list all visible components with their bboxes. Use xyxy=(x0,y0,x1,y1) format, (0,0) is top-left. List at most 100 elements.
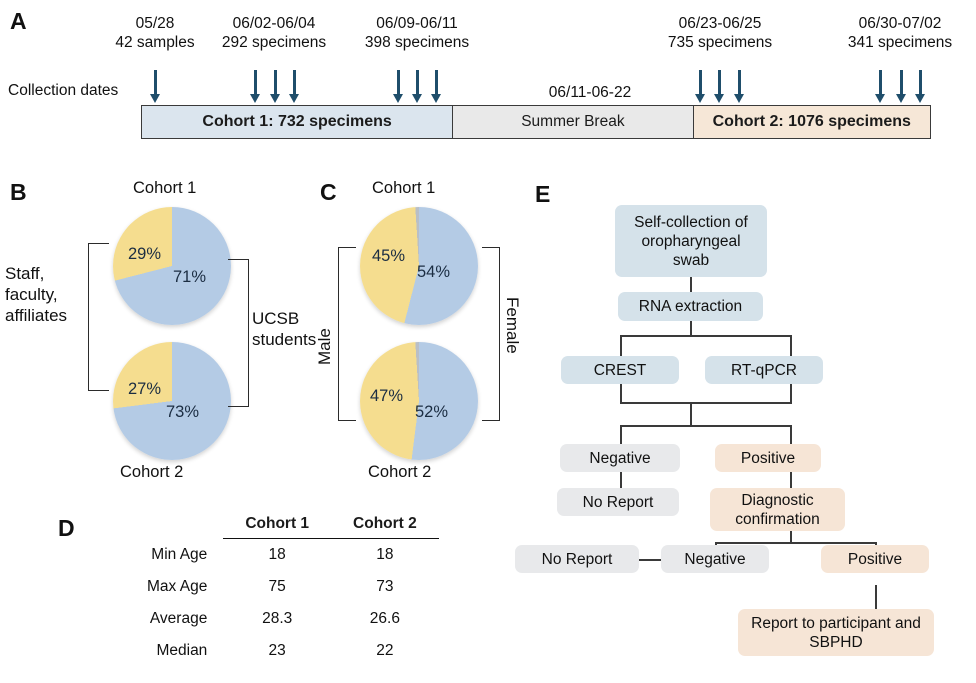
node-no-report-confirmation: No Report xyxy=(515,545,639,573)
node-negative-confirmation: Negative xyxy=(661,545,769,573)
table-header-cohort1: Cohort 1 xyxy=(223,513,332,539)
date-group-3-date: 06/09-06/11 xyxy=(376,15,458,32)
pie-cohort2-female-label: 52% xyxy=(415,403,449,421)
table-header-row: Cohort 1 Cohort 2 xyxy=(125,513,439,539)
panel-c-right-bracket xyxy=(482,247,500,421)
panel-b-right-label-line1: UCSB xyxy=(252,309,300,328)
pie-cohort2-sex xyxy=(360,342,478,460)
cell-min-age-cohort2: 18 xyxy=(376,546,394,563)
date-group-5-count: 341 specimens xyxy=(847,34,953,51)
date-group-4-count: 735 specimens xyxy=(667,34,773,51)
panel-b-top-title: Cohort 1 xyxy=(133,179,197,197)
node-no-report-screening: No Report xyxy=(557,488,679,516)
panel-b-right-bracket xyxy=(228,259,249,407)
date-group-2: 06/02-06/04 292 specimens xyxy=(194,14,354,52)
date-group-1-count: 42 samples xyxy=(115,34,195,51)
row-label-average: Average xyxy=(149,610,208,627)
cell-median-cohort2: 22 xyxy=(376,642,394,659)
timeline-segment-cohort2: Cohort 2: 1076 specimens xyxy=(693,106,930,138)
table-row: Max Age 75 73 xyxy=(125,571,439,603)
collection-dates-label: Collection dates xyxy=(8,82,119,99)
date-group-2-date: 06/02-06/04 xyxy=(232,15,316,32)
connector-line xyxy=(690,275,692,292)
connector-line xyxy=(639,559,661,561)
node-positive-confirmation: Positive xyxy=(821,545,929,573)
summer-break-dates: 06/11-06-22 xyxy=(548,84,632,101)
date-group-1: 05/28 42 samples xyxy=(85,14,225,52)
node-crest: CREST xyxy=(561,356,679,384)
connector-line xyxy=(690,402,692,426)
connector-line xyxy=(620,335,622,357)
panel-b-left-label-line2: faculty, xyxy=(5,285,58,304)
date-group-4: 06/23-06/25 735 specimens xyxy=(640,14,800,52)
connector-line xyxy=(790,383,792,403)
date-group-3-count: 398 specimens xyxy=(364,34,470,51)
pie-cohort1-blue-label: 71% xyxy=(173,268,207,286)
connector-line xyxy=(875,585,877,611)
panel-c-letter: C xyxy=(320,179,337,205)
row-label-min-age: Min Age xyxy=(151,545,208,563)
row-label-median: Median xyxy=(156,642,208,659)
timeline-bar: Cohort 1: 732 specimens Summer Break Coh… xyxy=(141,105,931,139)
pie-cohort1-sex xyxy=(360,207,478,325)
panel-e-workflow-flowchart: E Self-collection of oropharyngeal swab xyxy=(505,175,976,683)
table-row: Median 23 22 xyxy=(125,635,439,667)
cell-max-age-cohort1: 75 xyxy=(268,578,286,595)
pie-cohort1-male-label: 45% xyxy=(372,247,406,265)
panel-c-left-label: Male xyxy=(315,328,334,365)
node-rt-qpcr: RT-qPCR xyxy=(705,356,823,384)
connector-line xyxy=(620,425,792,427)
panel-c-left-bracket xyxy=(338,247,356,421)
panel-d-letter: D xyxy=(58,515,75,541)
panel-b-left-bracket xyxy=(88,243,109,391)
panel-b-affiliation-pies: B Cohort 1 29% 71% 27% 73% Cohort 2 Staf… xyxy=(0,175,316,485)
panel-a-letter: A xyxy=(10,8,27,34)
connector-line xyxy=(620,472,622,488)
connector-line xyxy=(620,383,622,403)
pie-cohort2-affiliation xyxy=(113,342,231,460)
connector-line xyxy=(790,335,792,357)
connector-line xyxy=(790,472,792,488)
cell-min-age-cohort1: 18 xyxy=(268,546,286,563)
connector-line xyxy=(620,425,622,445)
connector-line xyxy=(790,425,792,445)
table-header-cohort2: Cohort 2 xyxy=(331,513,439,539)
age-statistics-table: Cohort 1 Cohort 2 Min Age 18 18 Max Age … xyxy=(125,513,439,667)
cell-median-cohort1: 23 xyxy=(268,642,286,659)
panel-b-left-label: Staff, faculty, affiliates xyxy=(5,263,87,326)
node-self-collection: Self-collection of oropharyngeal swab xyxy=(615,205,767,277)
cell-max-age-cohort2: 73 xyxy=(376,578,394,595)
timeline-segment-cohort1: Cohort 1: 732 specimens xyxy=(142,106,454,138)
pie-cohort1-female-label: 54% xyxy=(417,263,451,281)
node-positive-screening: Positive xyxy=(715,444,821,472)
date-group-1-date: 05/28 xyxy=(135,15,175,32)
panel-b-right-label: UCSB students xyxy=(252,308,322,350)
table-row: Min Age 18 18 xyxy=(125,539,439,572)
panel-c-right-label: Female xyxy=(503,297,522,354)
timeline-segment-summer-break: Summer Break xyxy=(453,106,694,138)
date-group-5: 06/30-07/02 341 specimens xyxy=(820,14,976,52)
table-row: Average 28.3 26.6 xyxy=(125,603,439,635)
date-group-5-date: 06/30-07/02 xyxy=(858,15,942,32)
panel-d-age-table: D Cohort 1 Cohort 2 Min Age 18 18 Max Ag… xyxy=(50,505,510,675)
connector-line xyxy=(620,402,792,404)
cell-average-cohort2: 26.6 xyxy=(369,610,400,627)
panel-a-timeline: A 05/28 42 samples 06/02-06/04 292 speci… xyxy=(0,0,976,160)
panel-b-right-label-line2: students xyxy=(252,330,317,349)
panel-b-letter: B xyxy=(10,179,27,205)
panel-c-top-title: Cohort 1 xyxy=(372,179,436,197)
panel-c-sex-pies: C Cohort 1 45% 54% 47% 52% Cohort 2 Male… xyxy=(310,175,525,485)
pie-cohort2-male-label: 47% xyxy=(370,387,404,405)
node-diagnostic-confirmation: Diagnostic confirmation xyxy=(710,488,845,531)
pie-cohort2-yellow-label: 27% xyxy=(128,380,162,398)
panel-c-bottom-title: Cohort 2 xyxy=(368,463,432,481)
panel-b-left-label-line3: affiliates xyxy=(5,306,68,325)
pie-cohort1-yellow-label: 29% xyxy=(128,245,162,263)
date-group-3: 06/09-06/11 398 specimens xyxy=(337,14,497,52)
date-group-2-count: 292 specimens xyxy=(221,34,327,51)
row-label-max-age: Max Age xyxy=(147,578,208,595)
connector-line xyxy=(620,335,792,337)
date-group-4-date: 06/23-06/25 xyxy=(678,15,762,32)
node-negative-screening: Negative xyxy=(560,444,680,472)
